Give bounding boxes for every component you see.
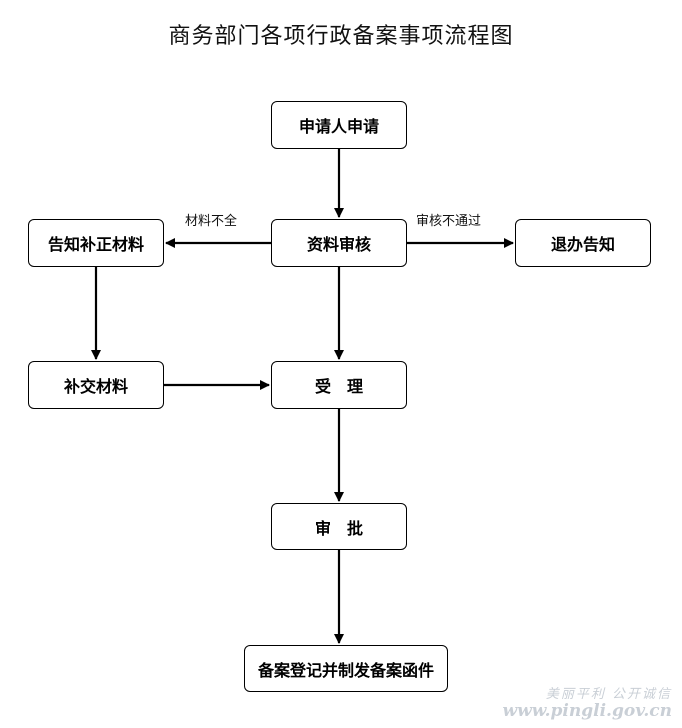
watermark-slogan: 美丽平利 公开诚信 <box>545 686 672 702</box>
node-apply: 申请人申请 <box>271 101 407 149</box>
node-notify-supplement: 告知补正材料 <box>28 219 164 267</box>
edge-label-incomplete-materials: 材料不全 <box>185 214 238 229</box>
edge-label-review-failed: 审核不通过 <box>416 214 482 229</box>
node-approve: 审 批 <box>271 503 407 550</box>
node-register: 备案登记并制发备案函件 <box>244 645 448 692</box>
watermark: 美丽平利 公开诚信 www.pingli.gov.cn <box>502 686 672 722</box>
node-submit-supplement: 补交材料 <box>28 361 164 409</box>
watermark-url: www.pingli.gov.cn <box>502 701 672 722</box>
page-title: 商务部门各项行政备案事项流程图 <box>168 24 514 49</box>
node-accept: 受 理 <box>271 361 407 409</box>
node-withdraw: 退办告知 <box>515 219 651 267</box>
node-review: 资料审核 <box>271 219 407 267</box>
